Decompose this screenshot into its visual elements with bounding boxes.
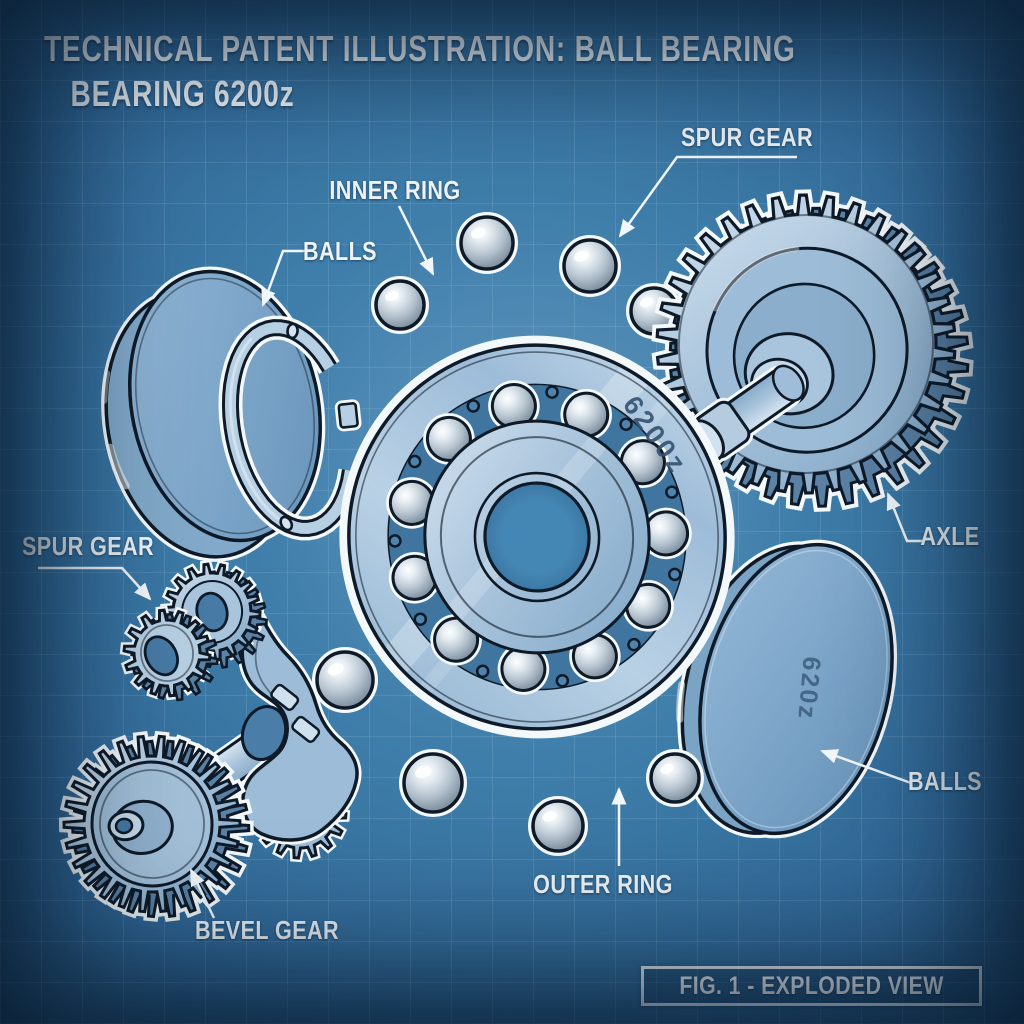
label-balls-right: BALLS [907,766,983,796]
gear-linkage-drawing [119,559,362,863]
ball-bearing-assembly-drawing [339,331,735,739]
snap-ring-drawing [218,315,363,541]
page-title: TECHNICAL PATENT ILLUSTRATION: BALL BEAR… [44,26,796,116]
leader-arrows [38,155,925,919]
loose-balls-top [371,212,682,339]
label-spur-gear-top: SPUR GEAR [680,122,814,152]
figure-caption: FIG. 1 - EXPLODED VIEW [679,971,944,1000]
label-axle: AXLE [920,521,980,551]
figure-caption-box: FIG. 1 - EXPLODED VIEW [640,966,982,1006]
label-outer-ring: OUTER RING [533,869,673,899]
label-spur-gear-left: SPUR GEAR [21,531,155,561]
title-line-2: BEARING 6200z [70,73,295,114]
label-balls-left: BALLS [302,236,378,266]
loose-balls-bottom [312,647,704,856]
title-line-1: TECHNICAL PATENT ILLUSTRATION: BALL BEAR… [44,28,796,69]
label-inner-ring: INNER RING [329,175,461,205]
label-bevel-gear: BEVEL GEAR [194,915,340,945]
shield-disc-marking: 620z [792,655,825,721]
